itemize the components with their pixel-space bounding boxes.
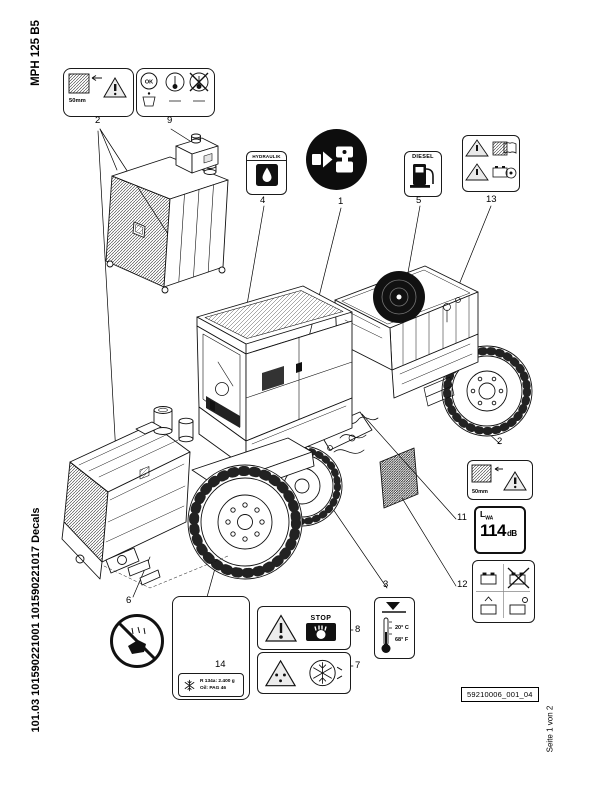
machine [61,265,533,663]
engine-deck [334,265,479,371]
seatbelt-icon [306,129,367,190]
page-number-label: Seite 1 von 2 [545,705,555,753]
noise-value: 114dB [480,520,517,540]
callout-12: 12 [457,579,468,590]
ok-label: OK [145,80,153,86]
callout-3: 3 [383,579,389,590]
decal-temperature: 20° C 68° F [374,597,415,659]
callout-9: 9 [167,115,173,126]
lwa-symbol: LWA [480,509,494,522]
scraper-size-label: 50mm [472,489,488,495]
scraper-decal-icon: 50mm [68,73,127,104]
battery-icon [509,604,526,615]
thermometer-gauge-icon [165,72,185,92]
warning-triangle-icon [264,614,298,642]
refrigerant-line1: R 134a: 2.400 g [200,678,235,684]
decal-refrigerant: R 134a: 2.400 g Oil: PAG 46 [178,673,244,697]
battery-icon [480,574,497,585]
rear-wheel-illustration [441,345,533,437]
callout-8: 8 [355,624,361,635]
battery-icon [480,604,497,615]
hydraulik-label: HYDRAULIK [247,152,286,161]
decal-scraper-right: 50mm [467,460,533,500]
ok-circle-icon [140,72,158,90]
prohibition-icon [110,614,164,668]
fuel-pump-icon [410,164,434,188]
decal-noise-level: LWA 114dB [474,506,526,554]
gear-icon [505,167,517,179]
callout-2b: 2 [497,436,503,447]
stop-hand-icon [306,623,336,641]
callout-2: 2 [95,115,101,126]
container-icon [142,96,156,107]
decal-prohibition [108,612,166,675]
front-hood [61,406,229,589]
doc-number: 59210006_001_04 [461,687,539,702]
arrow-left-icon [91,75,102,81]
callout-1: 1 [338,196,344,207]
fahrenheit-label: 68° F [395,637,409,643]
callout-7: 7 [355,660,361,671]
callout-14: 14 [215,659,226,670]
decal-hydraulik: HYDRAULIK [246,151,287,195]
callout-4: 4 [260,195,266,206]
decal-diesel: DIESEL [404,151,442,197]
warning-grid-icon [465,139,517,181]
catalog-label: 101.03 101590221001 101590221017 Decals [30,507,42,733]
battery-icon [492,167,508,178]
callout-11: 11 [457,512,467,523]
callout-5: 5 [416,195,422,206]
celsius-label: 20° C [395,625,409,631]
decal-frame-coolant-check: OK [136,68,215,117]
battery-grid-icon [476,564,530,618]
arrow-down-icon [386,602,400,610]
decal-stop: STOP [257,606,351,650]
snowflake-icon [184,679,195,691]
oil-drop-icon [255,164,278,186]
decal-seatbelt [305,128,368,196]
coolant-check-decal-icon: OK [140,72,209,107]
front-wheel-illustration [187,464,303,580]
decal-frost [257,652,351,694]
stop-label: STOP [310,615,332,622]
manual-book-icon [503,142,517,154]
arrow-left-icon [494,466,503,472]
decal-warning-grid [462,135,520,192]
decal-frame-scraper: 50mm [63,68,134,117]
model-label: MPH 125 B5 [30,20,42,86]
expansion-tank-detail [175,133,219,174]
warning-triangle-icon [264,659,297,687]
scraper-size-label: 50mm [69,98,86,104]
scraper-decal-icon: 50mm [471,464,527,495]
thermometer-icon [381,617,392,653]
callout-6: 6 [126,595,132,606]
snowflake-circle-icon [309,659,343,687]
cab [196,285,353,442]
refrigerant-line2: Oil: PAG 46 [200,686,227,691]
temperature-decal-icon: 20° C 68° F [381,602,409,653]
callout-13: 13 [486,194,497,205]
diesel-label: DIESEL [412,154,434,160]
radiator-detail [105,156,229,294]
thermometer-gauge-crossed-icon [189,72,209,92]
decal-battery-grid [472,560,535,623]
